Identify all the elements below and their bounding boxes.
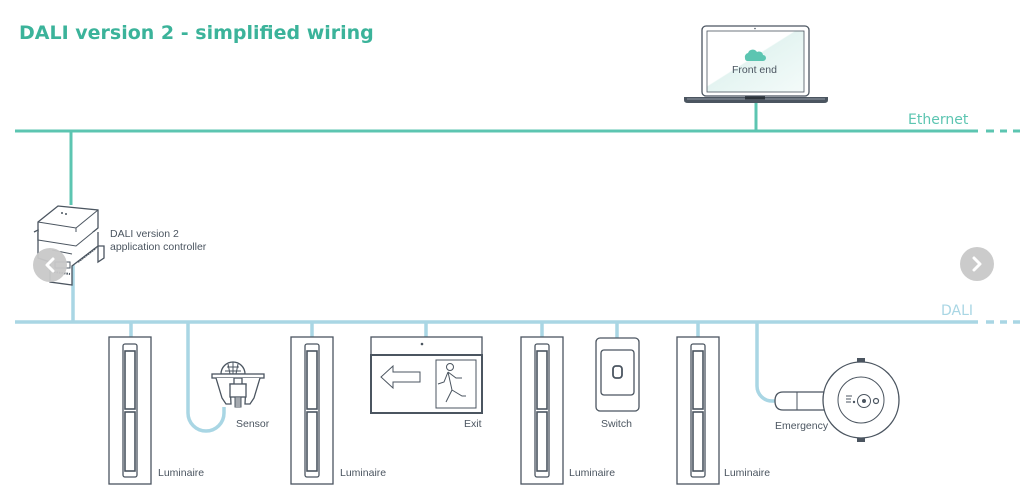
sensor: Sensor (211, 361, 270, 430)
controller-label-line1: DALI version 2 (110, 228, 179, 240)
front-end-laptop: Front end (684, 25, 828, 103)
luminaire-4: Luminaire (676, 336, 770, 485)
laptop-cloud-icon (684, 25, 828, 103)
switch-icon (595, 337, 640, 412)
chevron-right-icon[interactable] (972, 256, 982, 272)
sensor-icon (211, 361, 265, 408)
ethernet-bus: Ethernet (15, 103, 1020, 205)
luminaire-2-label: Luminaire (340, 467, 386, 479)
exit-sign-icon (370, 336, 483, 414)
exit-sign: Exit (370, 336, 483, 430)
luminaire-icon (676, 336, 720, 485)
dali-drop-emergency (755, 322, 778, 403)
luminaire-1-label: Luminaire (158, 467, 204, 479)
chevron-left-icon[interactable] (45, 257, 55, 273)
exit-label: Exit (464, 418, 482, 430)
luminaire-icon (108, 336, 152, 485)
luminaire-2: Luminaire (290, 336, 386, 485)
luminaire-3-label: Luminaire (569, 467, 615, 479)
ethernet-label: Ethernet (908, 112, 969, 128)
luminaire-3: Luminaire (520, 336, 615, 485)
previous-button-bg[interactable] (33, 248, 67, 282)
previous-button[interactable] (33, 248, 67, 282)
switch: Switch (595, 337, 640, 430)
luminaire-icon (520, 336, 564, 485)
dali-label: DALI (941, 303, 973, 319)
dali-drop-sensor (186, 322, 226, 433)
emergency-label: Emergency (775, 420, 829, 432)
emergency-light: Emergency (774, 358, 900, 442)
dali-bus: DALI (15, 265, 1020, 433)
luminaire-4-label: Luminaire (724, 467, 770, 479)
front-end-label: Front end (732, 64, 777, 76)
switch-label: Switch (601, 418, 632, 430)
luminaire-1: Luminaire (108, 336, 204, 485)
controller-label-line2: application controller (110, 241, 207, 253)
luminaire-icon (290, 336, 334, 485)
emergency-light-icon (774, 358, 900, 442)
next-button[interactable] (960, 247, 994, 281)
diagram-title: DALI version 2 - simplified wiring (19, 22, 374, 44)
sensor-label: Sensor (236, 418, 270, 430)
next-button-bg[interactable] (960, 247, 994, 281)
